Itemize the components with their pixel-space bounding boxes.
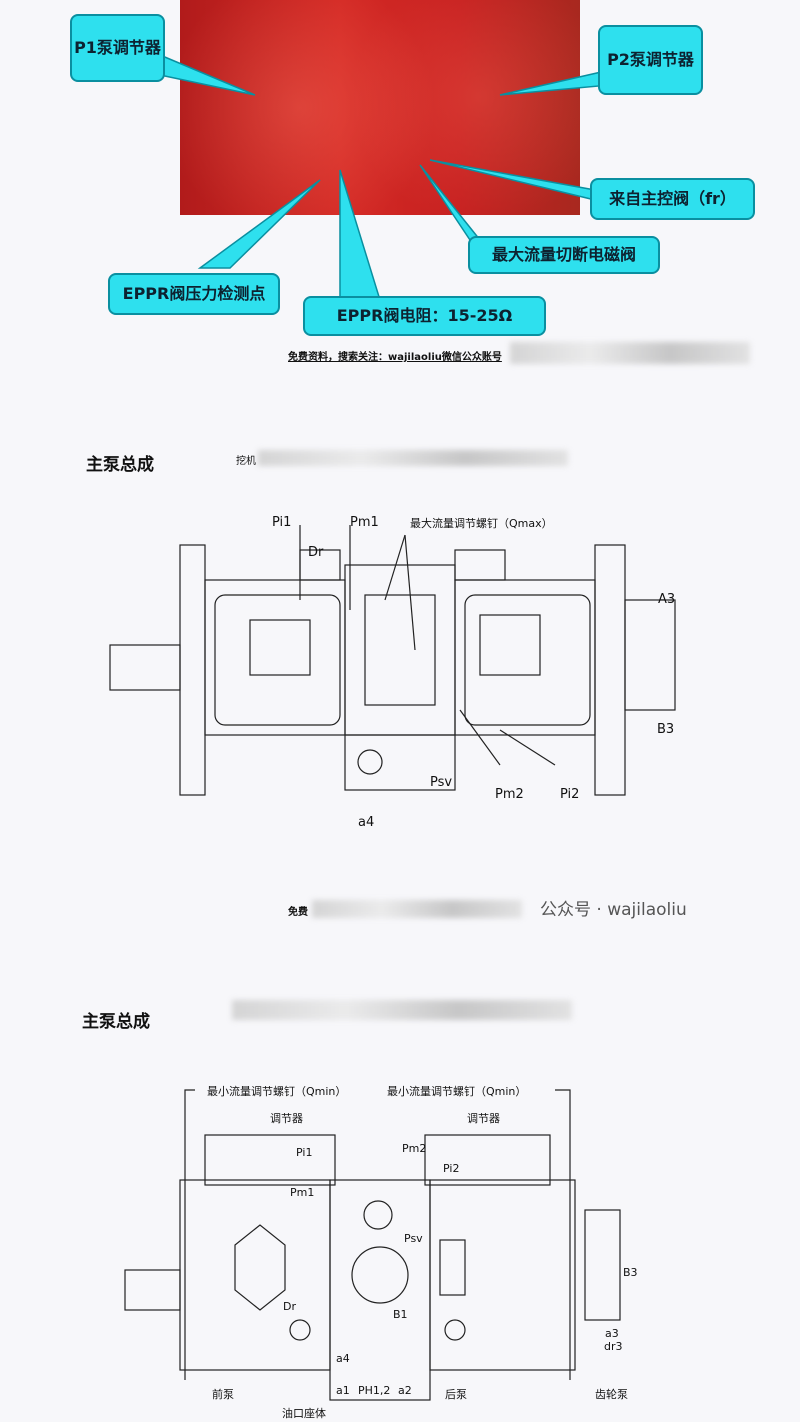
- label-ph: PH1,2: [358, 1384, 391, 1397]
- blurred-text: [258, 450, 568, 466]
- callout-p2: P2泵调节器: [598, 25, 703, 95]
- pump-diagram-bottom: [124, 1089, 621, 1401]
- label-qmin-left: 最小流量调节螺钉（Qmin）: [207, 1085, 347, 1098]
- label-port-block: 油口座体: [282, 1407, 326, 1420]
- label-a4: a4: [358, 815, 375, 830]
- label-qmin-right: 最小流量调节螺钉（Qmin）: [387, 1085, 527, 1098]
- callout-eppr-point: EPPR阀压力检测点: [108, 273, 280, 315]
- label-gear-pump: 齿轮泵: [595, 1388, 628, 1401]
- label-dr: Dr: [283, 1300, 296, 1313]
- label-pi1: Pi1: [272, 515, 292, 530]
- callout-eppr-res: EPPR阀电阻：15-25Ω: [303, 296, 546, 336]
- section2-title: 主泵总成: [82, 1012, 150, 1032]
- label-rear-pump: 后泵: [445, 1388, 467, 1401]
- note-free-resources: 免费资料，搜索关注：wajilaoliu微信公众账号: [288, 352, 502, 363]
- callout-p1: P1泵调节器: [70, 14, 165, 82]
- label-b3: B3: [657, 722, 675, 737]
- section1-title: 主泵总成: [86, 455, 154, 475]
- blurred-text: [510, 342, 750, 364]
- label-qmax: 最大流量调节螺钉（Qmax）: [410, 517, 553, 530]
- label-a2: a2: [398, 1384, 412, 1397]
- label-pi1: Pi1: [296, 1146, 313, 1159]
- label-pi2: Pi2: [560, 787, 580, 802]
- pump-diagram-top: [109, 525, 676, 796]
- callout-fr: 来自主控阀（fr）: [590, 178, 755, 220]
- note-free: 免费: [288, 907, 308, 918]
- label-pm2: Pm2: [402, 1142, 427, 1155]
- label-dr: Dr: [308, 545, 324, 560]
- label-regulator-left: 调节器: [270, 1112, 303, 1125]
- label-pm2: Pm2: [495, 787, 524, 802]
- label-b3: B3: [623, 1266, 638, 1279]
- label-b1: B1: [393, 1308, 408, 1321]
- blurred-text: [312, 900, 522, 918]
- pump-photo: [180, 0, 580, 215]
- label-a1: a1: [336, 1384, 350, 1397]
- label-dr3: dr3: [604, 1340, 623, 1353]
- watermark: 公众号 · wajilaoliu: [540, 900, 687, 920]
- label-a4: a4: [336, 1352, 350, 1365]
- label-psv: Psv: [430, 775, 453, 790]
- label-a3: a3: [605, 1327, 619, 1340]
- callout-cut: 最大流量切断电磁阀: [468, 236, 660, 274]
- label-psv: Psv: [404, 1232, 423, 1245]
- section1-sub: 挖机: [236, 456, 256, 467]
- label-regulator-right: 调节器: [467, 1112, 500, 1125]
- label-pm1: Pm1: [350, 515, 379, 530]
- label-pm1: Pm1: [290, 1186, 315, 1199]
- label-front-pump: 前泵: [212, 1388, 234, 1401]
- label-pi2: Pi2: [443, 1162, 460, 1175]
- blurred-text: [232, 1000, 572, 1020]
- label-a3: A3: [658, 592, 676, 607]
